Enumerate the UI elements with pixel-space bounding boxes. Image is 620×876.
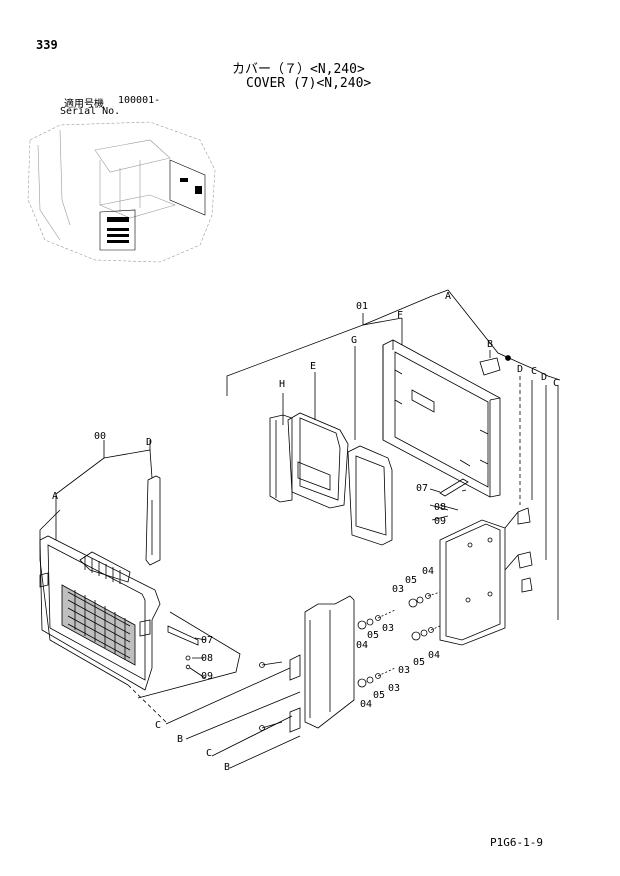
callout-a-top: A <box>445 291 451 302</box>
callout-05-d: 05 <box>373 690 385 701</box>
callout-04-b: 04 <box>356 640 368 651</box>
machine-locator-sketch <box>27 121 216 263</box>
panel-e <box>287 412 349 509</box>
callout-a-left: A <box>52 491 58 502</box>
callout-d-2: D <box>541 372 547 383</box>
callout-c-3: C <box>155 720 161 731</box>
callout-08-lower: 08 <box>201 653 213 664</box>
serial-value: 100001- <box>118 95 161 106</box>
callout-03-d: 03 <box>388 683 400 694</box>
serial-label-japanese: 適用号機 <box>64 99 104 110</box>
callout-00: 00 <box>94 431 106 442</box>
seal-d-left <box>145 475 161 566</box>
callout-d-3: D <box>146 437 152 448</box>
callout-05-c: 05 <box>413 657 425 668</box>
title-japanese: カバー（７）<N,240> <box>232 62 365 77</box>
callout-03-a: 03 <box>392 584 404 595</box>
vent-grille-hatch <box>62 585 135 665</box>
callout-07-lower: 07 <box>201 635 213 646</box>
callout-04-c: 04 <box>428 650 440 661</box>
bracket-plate-middle <box>259 595 355 733</box>
locator-highlight <box>107 178 202 243</box>
callout-c-4: C <box>206 748 212 759</box>
callout-04-a: 04 <box>422 566 434 577</box>
callout-g: G <box>351 335 357 346</box>
leader-lines-cb <box>39 509 301 769</box>
callout-09-lower: 09 <box>201 671 213 682</box>
panel-g <box>347 445 393 546</box>
callout-labels: 01 00 A A B B B C C C C D D D E F G H 07… <box>52 291 559 773</box>
leader-lines-01 <box>226 289 561 620</box>
leader-lines-00 <box>55 440 241 699</box>
document-code: P1G6-1-9 <box>490 836 543 849</box>
main-cover-00 <box>39 535 161 691</box>
callout-05-a: 05 <box>405 575 417 586</box>
bracket-07-lower <box>167 625 199 670</box>
callout-c-1: C <box>531 366 537 377</box>
callout-d-1: D <box>517 364 523 375</box>
page-number: 339 <box>36 38 58 52</box>
side-panel-right <box>439 507 533 646</box>
plate-b <box>479 355 511 376</box>
callout-03-c: 03 <box>398 665 410 676</box>
title-english: COVER (7)<N,240> <box>246 76 372 91</box>
callout-b-2: B <box>224 762 230 773</box>
frame-cover-f <box>382 339 501 498</box>
callout-e: E <box>310 361 316 372</box>
fasteners-group <box>357 591 441 688</box>
callout-h: H <box>279 379 285 390</box>
callout-08-upper: 08 <box>434 502 446 513</box>
callout-c-2: C <box>553 378 559 389</box>
callout-b-1: B <box>177 734 183 745</box>
callout-09-upper: 09 <box>434 516 446 527</box>
seal-h <box>269 414 293 503</box>
callout-f: F <box>397 310 403 321</box>
callout-b-top: B <box>487 339 493 350</box>
callout-01: 01 <box>356 301 368 312</box>
bracket-07-upper <box>439 478 469 511</box>
callout-03-b: 03 <box>382 623 394 634</box>
callout-05-b: 05 <box>367 630 379 641</box>
callout-04-d: 04 <box>360 699 372 710</box>
serial-label-english: Serial No. <box>60 106 121 117</box>
callout-07-upper: 07 <box>416 483 428 494</box>
